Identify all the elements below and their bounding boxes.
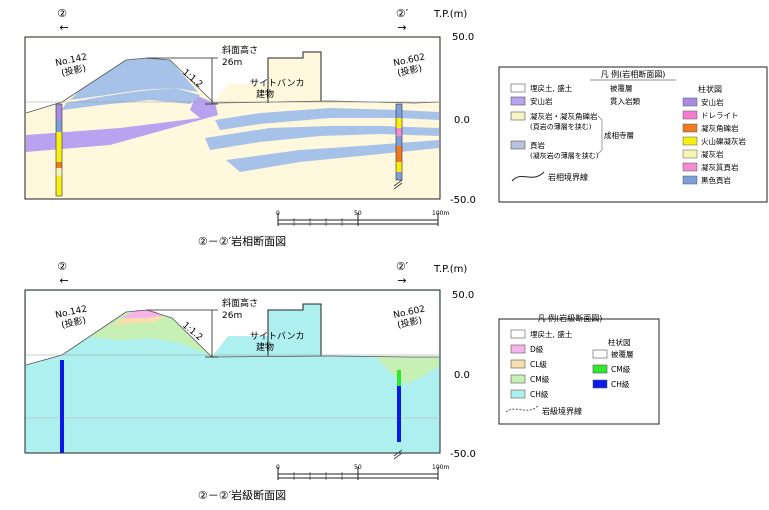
arrow-left-icon: ← — [59, 21, 68, 34]
scale-bar-2 — [277, 467, 439, 480]
facies-section: ② ← ②′ → T.P.(m) 斜面高さ 26m 1:1.2 サイトバンカ 建… — [24, 7, 476, 248]
legend2-col-0: 被覆層 — [611, 349, 634, 359]
building-label-1b: サイトバンカ — [250, 331, 304, 342]
legend2-row3: CM級 — [530, 374, 550, 384]
elev-minus50: -50.0 — [450, 195, 476, 206]
slope-height-value-2: 26m — [222, 311, 242, 321]
col-item-5: 凝灰質頁岩 — [701, 162, 739, 172]
elev-0: 0.0 — [454, 115, 470, 126]
slope-height-label: 斜面高さ — [222, 44, 258, 56]
borehole-column-right-2 — [393, 370, 403, 460]
cm-trough — [376, 357, 439, 384]
elev-50-2: 50.0 — [452, 290, 474, 301]
legend1-row0-label: 埋戻土, 盛土 — [530, 83, 573, 93]
legend2-column-title: 柱状図 — [608, 337, 631, 347]
section-marker-left-2: ② — [57, 260, 67, 273]
section-marker-right: ②′ — [396, 7, 409, 20]
building-outline — [267, 51, 322, 103]
legend2-col-1: CM級 — [611, 364, 631, 374]
legend1-row3-sub: (凝灰岩の薄層を挟む) — [530, 151, 599, 160]
legend1-row2-sub: (頁岩の薄層を挟む) — [530, 122, 592, 131]
air-area — [26, 38, 439, 113]
legend1-row0-group: 被覆層 — [610, 83, 633, 93]
legend1-title: 凡 例(岩相断面図) — [601, 69, 666, 79]
legend1-row1-group: 貫入岩類 — [610, 96, 640, 106]
caption-rock-class: ②－②′岩級断面図 — [198, 488, 286, 502]
shale-band-2 — [62, 88, 200, 110]
legend2-row1: D級 — [530, 344, 544, 354]
arrow-left-icon-2: ← — [59, 274, 68, 287]
legend-rock-class: 凡 例(岩級断面図) 埋戻土, 盛土 D級 CL級 CM級 CH級 岩級境界線 … — [498, 313, 660, 425]
caption-facies: ②－②′岩相断面図 — [198, 234, 286, 248]
building-label-2: 建物 — [256, 88, 274, 100]
slope-height-label-2: 斜面高さ — [222, 297, 258, 309]
legend1-column-items: 安山岩 ドレライト 凝灰角礫岩 火山礫凝灰岩 凝灰岩 凝灰質頁岩 黒色頁岩 — [682, 97, 746, 185]
elev-50: 50.0 — [452, 32, 474, 43]
andesite-dyke — [190, 95, 214, 118]
legend1-group-cheng: 成相寺層 — [604, 130, 634, 140]
col-item-3: 火山礫凝灰岩 — [701, 136, 746, 146]
col-item-2: 凝灰角礫岩 — [701, 123, 739, 133]
boundary-dashed-icon — [505, 405, 539, 413]
col-item-1: ドレライト — [701, 111, 739, 120]
shale-band-1 — [70, 58, 198, 100]
arrow-right-icon: → — [397, 21, 406, 34]
legend2-row2: CL級 — [530, 359, 547, 369]
legend2-row4: CH級 — [530, 389, 549, 399]
ground-surface-line-2 — [25, 309, 439, 366]
legend1-column-title: 柱状図 — [698, 84, 722, 94]
col-item-6: 黒色頁岩 — [701, 175, 731, 185]
cm-pocket — [206, 352, 222, 358]
building-label-1: サイトバンカ — [250, 78, 304, 89]
scale-tick-0-2: 0 — [276, 464, 280, 471]
legend2-col-2: CH級 — [611, 379, 630, 389]
col-item-4: 凝灰岩 — [701, 149, 724, 159]
arrow-right-icon-2: → — [397, 274, 406, 287]
d-zone — [120, 310, 162, 318]
building-label-2b: 建物 — [256, 341, 274, 353]
scale-tick-100: 100m — [432, 210, 449, 217]
scale-tick-0: 0 — [276, 210, 280, 217]
borehole-column-right — [393, 103, 403, 190]
legend1-row2-label: 凝灰岩・凝灰角礫岩 — [530, 111, 598, 121]
tp-unit-label-2: T.P.(m) — [433, 264, 467, 275]
section-marker-right-2: ②′ — [396, 260, 409, 273]
borehole-column-left-2 — [60, 360, 64, 453]
scale-tick-100-2: 100m — [432, 464, 449, 471]
scale-tick-50-2: 50 — [354, 464, 362, 471]
elev-0-2: 0.0 — [454, 370, 470, 381]
section-marker-left: ② — [57, 7, 67, 20]
scale-tick-50: 50 — [354, 210, 362, 217]
legend1-row1-label: 安山岩 — [530, 96, 553, 106]
legend2-row0: 埋戻土, 盛土 — [530, 329, 573, 339]
shale-band-4 — [205, 126, 439, 150]
ground-surface-line — [25, 57, 440, 114]
legend-facies: 凡 例(岩相断面図) 埋戻土, 盛土 被覆層 安山岩 貫入岩類 凝灰岩・凝灰角礫… — [498, 66, 768, 203]
scale-bar — [277, 213, 439, 226]
borehole-column-left — [55, 103, 63, 197]
rock-class-section: ② ← ②′ → T.P.(m) 斜面高さ 26m 1:1.2 サイトバンカ 建… — [24, 260, 476, 502]
shale-band-3 — [215, 108, 439, 130]
legend1-boundary-label: 岩相境界線 — [548, 172, 588, 182]
air-area-2 — [26, 291, 439, 365]
legend2-boundary-label: 岩級境界線 — [542, 406, 582, 416]
elev-minus50-2: -50.0 — [450, 449, 476, 460]
legend2-title: 凡 例(岩級断面図) — [538, 313, 603, 323]
building-outline-2 — [267, 303, 322, 356]
tp-unit-label: T.P.(m) — [433, 9, 467, 20]
col-item-0: 安山岩 — [701, 97, 724, 107]
legend1-row3-label: 頁岩 — [530, 140, 545, 150]
andesite-band — [26, 103, 218, 152]
slope-height-value: 26m — [222, 58, 242, 68]
boundary-line-icon — [511, 171, 545, 182]
shale-band-5 — [226, 140, 439, 172]
